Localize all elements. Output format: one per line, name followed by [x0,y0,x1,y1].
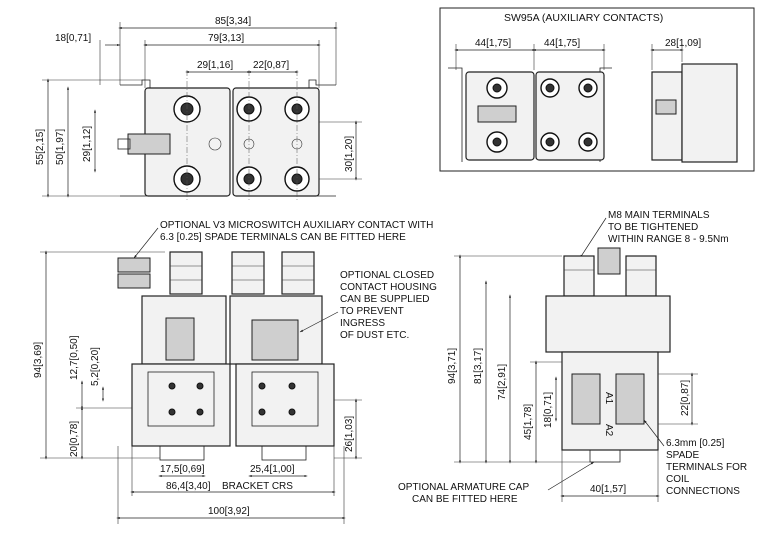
note-housing-4: TO PREVENT [340,306,404,317]
note-spade-5: CONNECTIONS [666,486,740,497]
note-housing-2: CONTACT HOUSING [340,282,437,293]
dim-overall-width: 85[3,34] [215,16,251,27]
aux-frame [439,7,755,172]
front-dim-d6: 25,4[1,00] [250,464,295,475]
note-terminals-1: M8 MAIN TERMINALS [608,210,710,221]
note-cap-1: OPTIONAL ARMATURE CAP [398,482,529,493]
side-dim-h6: 22[0,87] [680,380,691,416]
side-dim-h4: 45[1,78] [523,404,534,440]
side-stud-1 [563,255,595,297]
front-coil-left [131,363,231,447]
front-dim-d3: 20[0,78] [69,421,80,457]
note-spade-3: TERMINALS FOR [666,462,747,473]
front-dim-bracket-label: BRACKET CRS [222,481,293,492]
front-coil-right [235,363,335,447]
dim-left-offset: 18[0,71] [55,33,91,44]
aux-title: SW95A (AUXILIARY CONTACTS) [504,12,663,24]
coil-label-a1: A1 [603,392,614,405]
front-dim-d1: 12,7[0,50] [69,335,80,380]
microswitch [127,133,171,155]
front-dim-overall: 100[3,92] [208,506,250,517]
note-terminals-3: WITHIN RANGE 8 - 9.5Nm [608,234,729,245]
side-dim-h5: 18[0,71] [543,392,554,428]
side-stud-2 [625,255,657,297]
note-housing-6: OF DUST ETC. [340,330,409,341]
front-stud-1 [169,251,203,295]
note-housing-5: INGRESS [340,318,385,329]
front-dim-bracket: 86,4[3,40] [166,481,211,492]
side-dim-h1: 94[3,71] [447,348,458,384]
front-stud-3 [281,251,315,295]
side-dim-h3: 74[2,91] [497,364,508,400]
front-dim-d2: 5,2[0,20] [90,347,101,386]
aux-view: SW95A (AUXILIARY CONTACTS) 44[1,75] 44[1… [439,7,755,172]
front-dim-d5: 17,5[0,69] [160,464,205,475]
front-view: OPTIONAL V3 MICROSWITCH AUXILIARY CONTAC… [33,220,437,524]
dim-term-b: 22[0,87] [253,60,289,71]
aux-dim-left: 44[1,75] [475,38,511,49]
side-view: M8 MAIN TERMINALS TO BE TIGHTENED WITHIN… [398,210,747,505]
note-microswitch-2: 6.3 [0.25] SPADE TERMINALS CAN BE FITTED… [160,232,406,243]
side-upper [545,295,671,353]
top-view: 85[3,34] 79[3,13] 18[0,71] 29[1,16] 22[0… [35,16,362,200]
aux-dim-side: 28[1,09] [665,38,701,49]
coil-label-a2: A2 [603,424,614,437]
dim-height-right: 30[1,20] [344,136,355,172]
side-dim-h2: 81[3,17] [473,348,484,384]
front-dim-d4: 26[1,03] [344,416,355,452]
note-housing-1: OPTIONAL CLOSED [340,270,434,281]
note-terminals-2: TO BE TIGHTENED [608,222,698,233]
note-spade-2: SPADE [666,450,699,461]
note-microswitch-1: OPTIONAL V3 MICROSWITCH AUXILIARY CONTAC… [160,220,433,231]
dim-term-a: 29[1,16] [197,60,233,71]
dim-height-spade: 29[1,12] [82,126,93,162]
front-dim-height: 94[3,69] [33,342,44,378]
note-housing-3: CAN BE SUPPLIED [340,294,429,305]
dim-height-body: 50[1,97] [55,129,66,165]
aux-side-block [651,71,683,161]
aux-dim-mid: 44[1,75] [544,38,580,49]
front-stud-2 [231,251,265,295]
note-spade-1: 6.3mm [0.25] [666,438,725,449]
note-spade-4: COIL [666,474,690,485]
aux-side-body [681,63,738,163]
note-cap-2: CAN BE FITTED HERE [412,494,518,505]
side-dim-w: 40[1,57] [590,484,626,495]
dim-body-width: 79[3,13] [208,33,244,44]
dim-height-overall: 55[2,15] [35,129,46,165]
